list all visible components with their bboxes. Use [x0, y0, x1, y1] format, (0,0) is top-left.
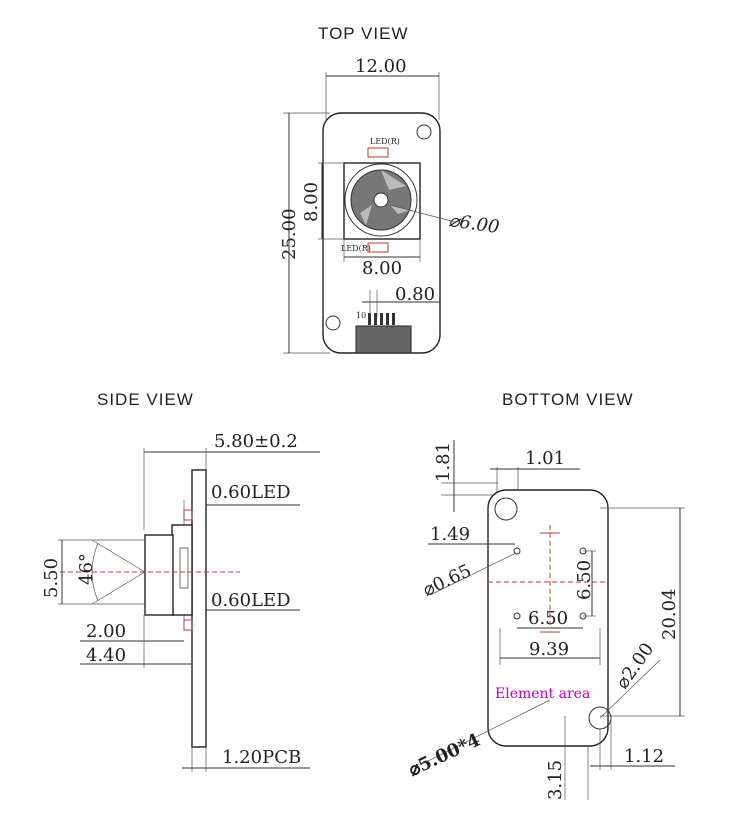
top-view-title: TOP VIEW — [318, 24, 409, 43]
side-pcb — [191, 469, 207, 748]
top-sensor-width-dim: 8.00 — [362, 258, 402, 279]
side-led-top-dim: 0.60LED — [211, 482, 291, 503]
side-led-bottom-dim: 0.60LED — [211, 590, 291, 611]
bottom-dim-101: 1.01 — [525, 448, 565, 469]
top-led-label-bottom: LED(R) — [341, 244, 371, 253]
bottom-dim-650v: 6.50 — [574, 560, 595, 600]
side-led-bottom — [183, 619, 193, 631]
bottom-dim-939: 9.39 — [529, 639, 569, 660]
top-hole-tr — [416, 124, 432, 140]
top-hole-bl — [325, 315, 341, 331]
bottom-dim-181: 1.81 — [433, 442, 454, 482]
bottom-hole-tl — [494, 497, 518, 521]
top-pitch-dim: 0.80 — [395, 284, 435, 305]
top-led-label-top: LED(R) — [370, 137, 400, 146]
bottom-pad-bl — [513, 612, 521, 620]
bottom-view-title: BOTTOM VIEW — [502, 390, 634, 409]
side-lens — [144, 534, 174, 616]
top-width-dim: 12.00 — [355, 56, 407, 77]
top-lens-aperture — [373, 192, 389, 208]
top-view: TOP VIEW 12.00 25.00 LED(R) 8.00 LED(R) — [279, 24, 501, 354]
side-angle-dim: 46° — [76, 553, 97, 585]
top-pin-label: 10 — [356, 311, 366, 320]
bottom-element-area: Element area — [495, 686, 590, 702]
bottom-dim-149: 1.49 — [430, 524, 470, 545]
side-dim-440: 4.40 — [86, 645, 126, 666]
side-lens-dia-dim: 5.50 — [41, 558, 62, 598]
bottom-dim-2004: 20.04 — [659, 588, 680, 640]
bottom-dim-200: ⌀2.00 — [612, 639, 658, 693]
top-connector — [355, 325, 412, 354]
bottom-dim-112: 1.12 — [624, 746, 664, 767]
side-view: SIDE VIEW 5.80±0.2 0.60LED 0.60LED 46° 5… — [41, 390, 320, 772]
side-dim-200: 2.00 — [86, 621, 126, 642]
bottom-dim-315: 3.15 — [545, 760, 566, 800]
bottom-dim-holes: ⌀5.00*4 — [405, 730, 483, 781]
bottom-dim-650h: 6.50 — [528, 608, 568, 629]
side-pcb-dim: 1.20PCB — [222, 747, 301, 768]
bottom-dim-065: ⌀0.65 — [420, 560, 475, 601]
top-sensor-height-dim: 8.00 — [301, 182, 322, 222]
top-led-top — [367, 147, 389, 158]
side-led-top — [183, 509, 193, 521]
bottom-pad-tl — [513, 547, 521, 555]
side-height-dim: 5.80±0.2 — [214, 431, 298, 452]
top-lens-outer — [344, 163, 418, 237]
bottom-view: BOTTOM VIEW 1.81 1.01 20.04 1.49 — [405, 390, 685, 800]
side-view-title: SIDE VIEW — [97, 390, 194, 409]
top-height-dim: 25.00 — [279, 208, 300, 260]
top-led-bottom — [367, 242, 389, 253]
top-lens-dim: ⌀6.00 — [447, 210, 500, 238]
